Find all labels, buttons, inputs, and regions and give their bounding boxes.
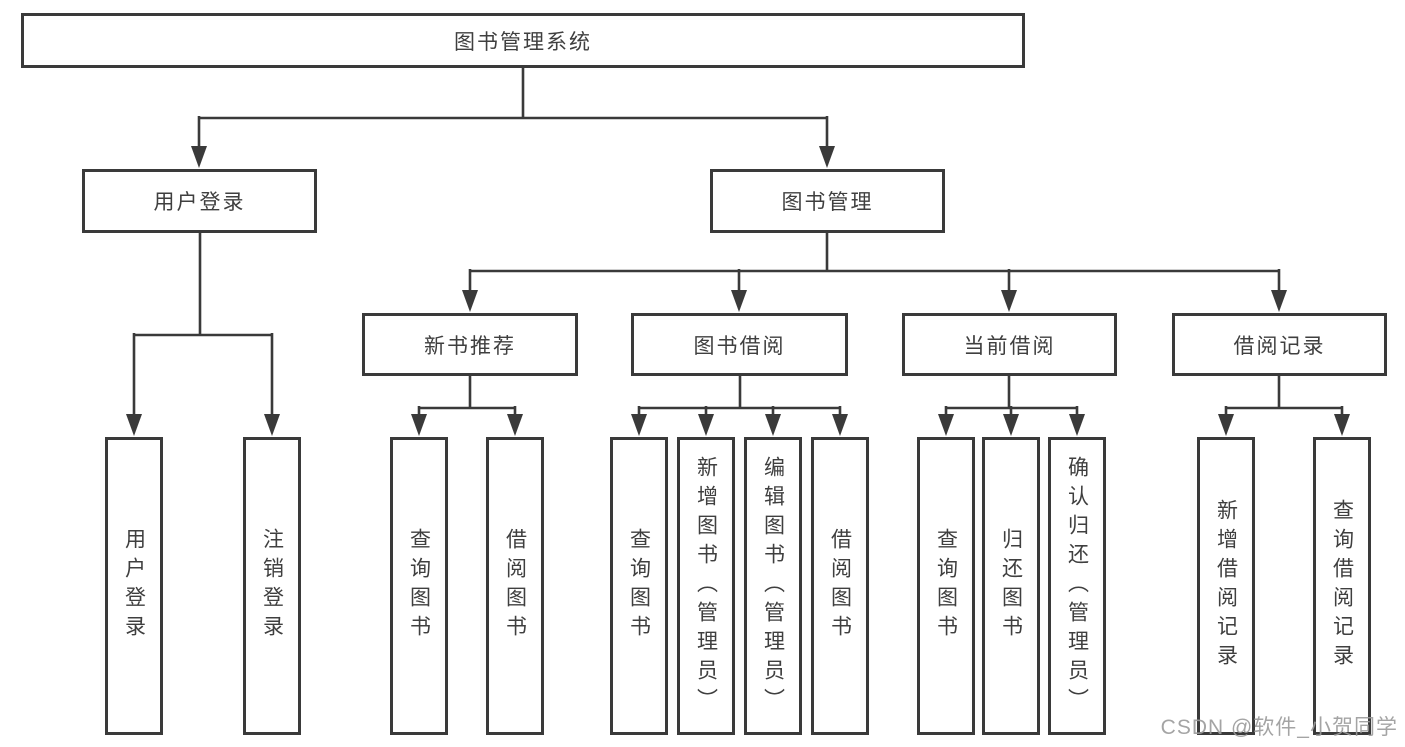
leaf-logout: 注销登录 <box>243 437 301 735</box>
leaf-borrow-books-recommend: 借阅图书 <box>486 437 544 735</box>
leaf-query-books-recommend: 查询图书 <box>390 437 448 735</box>
node-library-management-system: 图书管理系统 <box>21 13 1025 68</box>
csdn-watermark: CSDN @软件_小贺同学 <box>1160 716 1398 739</box>
leaf-add-borrow-record: 新增借阅记录 <box>1197 437 1255 735</box>
node-borrowing-records: 借阅记录 <box>1172 313 1387 376</box>
node-user-login: 用户登录 <box>82 169 317 233</box>
node-new-book-recommendation: 新书推荐 <box>362 313 578 376</box>
node-book-borrowing: 图书借阅 <box>631 313 848 376</box>
leaf-query-books-borrowing: 查询图书 <box>610 437 668 735</box>
leaf-confirm-return-admin: 确认归还（管理员） <box>1048 437 1106 735</box>
leaf-query-borrow-record: 查询借阅记录 <box>1313 437 1371 735</box>
leaf-return-books: 归还图书 <box>982 437 1040 735</box>
leaf-user-login: 用户登录 <box>105 437 163 735</box>
leaf-borrow-books-borrowing: 借阅图书 <box>811 437 869 735</box>
leaf-query-books-current: 查询图书 <box>917 437 975 735</box>
leaf-edit-book-admin: 编辑图书（管理员） <box>744 437 802 735</box>
node-current-borrowing: 当前借阅 <box>902 313 1117 376</box>
node-book-management: 图书管理 <box>710 169 945 233</box>
leaf-add-book-admin: 新增图书（管理员） <box>677 437 735 735</box>
